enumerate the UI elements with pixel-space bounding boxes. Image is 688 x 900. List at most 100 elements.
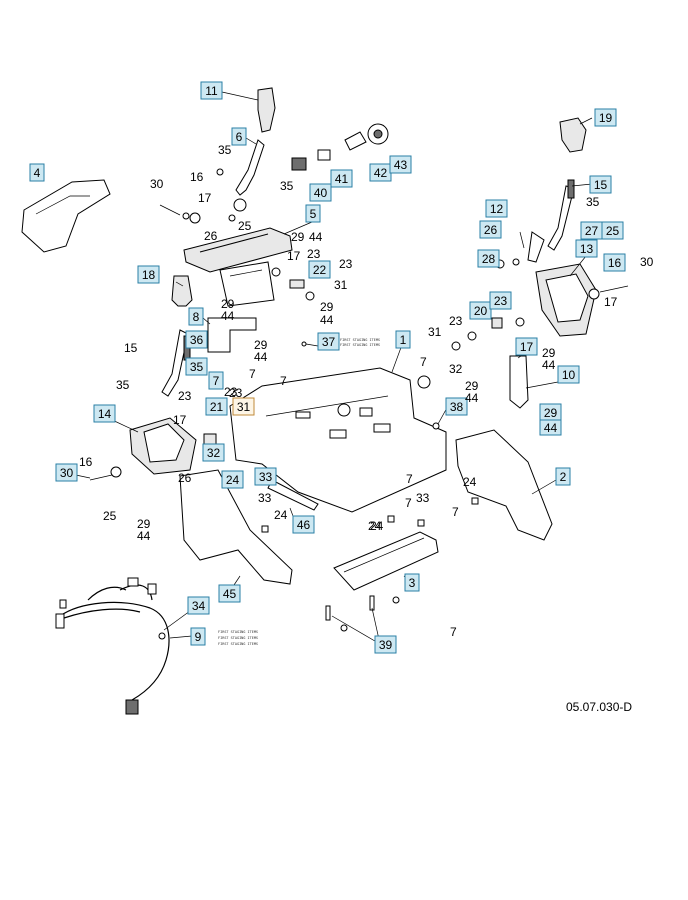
callout-box: 16 <box>603 253 626 272</box>
callout-box: 26 <box>479 220 502 239</box>
svg-text:12: 12 <box>490 202 504 216</box>
svg-text:43: 43 <box>394 158 408 172</box>
reference-code: 05.07.030-D <box>566 700 633 714</box>
callout-label: 44 <box>137 529 151 543</box>
callout-label: 23 <box>307 247 321 261</box>
svg-text:5: 5 <box>310 207 317 221</box>
svg-text:20: 20 <box>474 304 488 318</box>
callout-box: 6 <box>231 127 247 146</box>
callout-box: 36 <box>185 330 208 349</box>
svg-text:33: 33 <box>259 470 273 484</box>
callout-label: 24 <box>463 475 477 489</box>
wire-harness <box>55 577 170 715</box>
svg-text:37: 37 <box>322 335 336 349</box>
callout-label: 35 <box>218 143 232 157</box>
callout-box: 11 <box>200 81 223 100</box>
svg-text:32: 32 <box>207 446 221 460</box>
svg-text:23: 23 <box>494 294 508 308</box>
callout-label: 16 <box>190 170 204 184</box>
callout-label: 33 <box>258 491 272 505</box>
callout-label: 7 <box>450 625 457 639</box>
callout-box: 20 <box>469 301 492 320</box>
svg-text:29: 29 <box>544 406 558 420</box>
svg-text:13: 13 <box>580 242 594 256</box>
callout-box: 1 <box>395 330 411 349</box>
callout-label: 31 <box>334 278 348 292</box>
callout-label: 44 <box>320 313 334 327</box>
callout-label: 30 <box>640 255 654 269</box>
callout-label: 32 <box>449 362 463 376</box>
svg-text:24: 24 <box>226 473 240 487</box>
callout-box: 24 <box>221 470 244 489</box>
callout-label: 35 <box>116 378 130 392</box>
plain-callouts: 35 30 16 17 26 35 25 29 44 23 17 23 31 2… <box>79 143 654 639</box>
svg-text:8: 8 <box>193 310 200 324</box>
callout-box: 10 <box>557 365 580 384</box>
callout-label: 17 <box>173 413 187 427</box>
part-drawings <box>21 87 629 632</box>
callout-box: 25 <box>601 221 624 240</box>
callout-label: 24 <box>370 519 384 533</box>
callout-box: 42 <box>369 163 392 182</box>
svg-text:40: 40 <box>314 186 328 200</box>
svg-text:30: 30 <box>60 466 74 480</box>
callout-label: 7 <box>406 472 413 486</box>
svg-text:6: 6 <box>236 130 243 144</box>
svg-text:17: 17 <box>520 340 534 354</box>
fine-print-note: FIRST STAGING ITEMS <box>218 636 258 640</box>
callout-label: 17 <box>198 191 212 205</box>
callout-label: 44 <box>465 391 479 405</box>
svg-text:35: 35 <box>190 360 204 374</box>
svg-text:27: 27 <box>585 224 599 238</box>
callout-box: 7 <box>208 371 224 390</box>
boxed-callouts: 11 6 4 40 41 42 43 5 22 18 8 37 36 7 21 … <box>29 81 626 654</box>
callout-box: 29 <box>539 403 562 422</box>
svg-text:34: 34 <box>192 599 206 613</box>
callout-box: 8 <box>188 307 204 326</box>
svg-text:2: 2 <box>560 470 567 484</box>
svg-text:42: 42 <box>374 166 388 180</box>
callout-label: 7 <box>405 496 412 510</box>
svg-text:25: 25 <box>606 224 620 238</box>
callout-label: 29 <box>465 379 479 393</box>
svg-text:11: 11 <box>205 84 218 98</box>
callout-box: 14 <box>93 404 116 423</box>
fine-print-note: FIRST STAGING ITEMS <box>340 343 380 347</box>
callout-label: 44 <box>221 309 235 323</box>
callout-box: 5 <box>305 204 321 223</box>
callout-box: 17 <box>515 337 538 356</box>
callout-box: 34 <box>187 596 210 615</box>
callout-box: 33 <box>254 467 277 486</box>
callout-box: 40 <box>309 183 332 202</box>
callout-label: 23 <box>229 386 243 400</box>
callout-label: 25 <box>238 219 252 233</box>
svg-text:39: 39 <box>379 638 393 652</box>
svg-text:1: 1 <box>400 333 407 347</box>
callout-label: 24 <box>274 508 288 522</box>
callout-label: 17 <box>287 249 301 263</box>
callout-label: 29 <box>221 297 235 311</box>
fine-print-notes: FIRST STAGING ITEMS FIRST STAGING ITEMS … <box>218 338 380 646</box>
svg-text:45: 45 <box>223 587 237 601</box>
callout-box: 22 <box>308 260 331 279</box>
svg-text:18: 18 <box>142 268 156 282</box>
svg-text:4: 4 <box>34 166 41 180</box>
fine-print-note: FIRST STAGING ITEMS <box>218 630 258 634</box>
callout-label: 17 <box>604 295 618 309</box>
callout-label: 31 <box>428 325 442 339</box>
svg-text:3: 3 <box>409 576 416 590</box>
callout-box: 13 <box>575 239 598 258</box>
callout-box: 21 <box>205 397 228 416</box>
callout-label: 23 <box>178 389 192 403</box>
callout-label: 30 <box>150 177 164 191</box>
callout-label: 15 <box>124 341 138 355</box>
callout-label: 7 <box>280 374 287 388</box>
callout-label: 44 <box>542 358 556 372</box>
callout-box: 46 <box>292 515 315 534</box>
callout-label: 29 <box>291 230 305 244</box>
callout-label: 25 <box>103 509 117 523</box>
svg-text:15: 15 <box>594 178 608 192</box>
callout-box: 37 <box>317 332 340 351</box>
callout-label: 44 <box>254 350 268 364</box>
